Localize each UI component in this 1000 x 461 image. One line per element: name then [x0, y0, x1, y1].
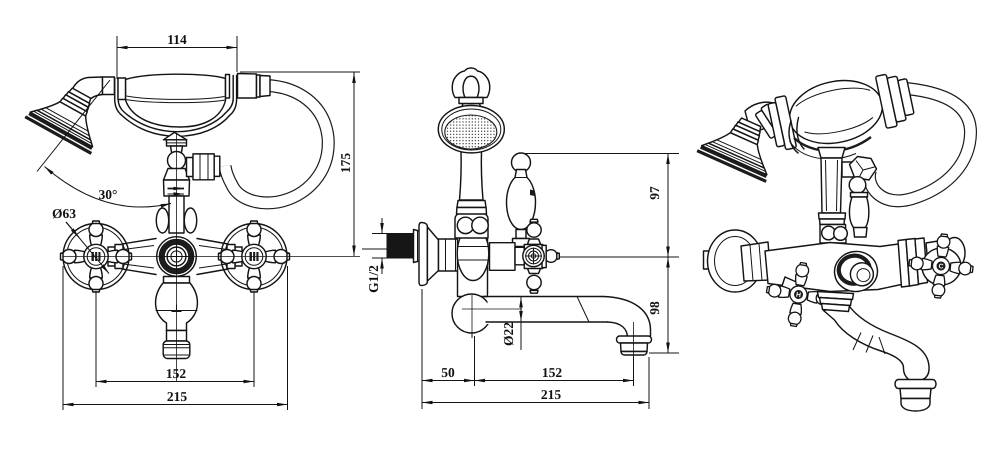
svg-text:97: 97 — [647, 186, 662, 200]
svg-text:152: 152 — [542, 365, 563, 380]
svg-text:H: H — [795, 290, 801, 299]
svg-text:98: 98 — [647, 301, 662, 315]
svg-text:175: 175 — [338, 153, 353, 174]
svg-text:Ø63: Ø63 — [52, 206, 76, 221]
svg-text:50: 50 — [441, 365, 455, 380]
svg-text:215: 215 — [541, 387, 562, 402]
svg-text:30°: 30° — [99, 187, 118, 202]
svg-text:Ø22: Ø22 — [501, 322, 516, 346]
svg-text:114: 114 — [167, 32, 187, 47]
svg-text:G1/2: G1/2 — [366, 265, 381, 293]
svg-text:215: 215 — [167, 389, 188, 404]
svg-text:C: C — [938, 262, 944, 271]
